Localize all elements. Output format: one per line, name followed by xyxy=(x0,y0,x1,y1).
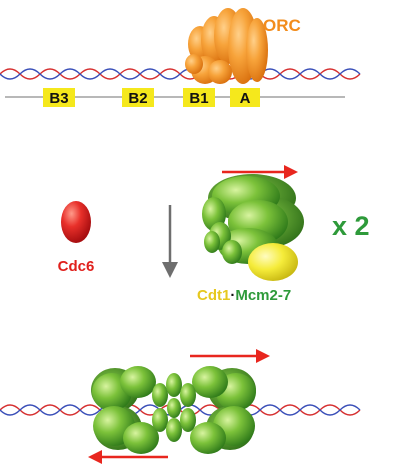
element-b2-label: B2 xyxy=(128,90,147,107)
cdt1-mcm-label: Cdt1·Mcm2-7 xyxy=(197,287,291,304)
element-b3-label: B3 xyxy=(49,90,68,107)
top-dna-helix xyxy=(0,68,361,80)
mcm-direction-arrow-icon xyxy=(222,165,298,179)
cdc6-label: Cdc6 xyxy=(58,258,95,275)
element-b3: B3 xyxy=(43,88,75,107)
element-b1: B1 xyxy=(183,88,215,107)
orc-label: ORC xyxy=(263,16,301,35)
element-a: A xyxy=(230,88,260,107)
forward-direction-arrow-icon xyxy=(190,349,270,363)
element-b1-label: B1 xyxy=(189,90,208,107)
orc-complex-icon xyxy=(185,8,268,84)
cdt1-label: Cdt1 xyxy=(197,287,230,304)
mcm-double-hexamer-icon xyxy=(91,366,256,454)
step-down-arrow-icon xyxy=(162,205,178,278)
cdt1-protein-icon xyxy=(248,243,298,281)
mcm-label: Mcm2-7 xyxy=(235,287,291,304)
complex-dot: · xyxy=(230,287,235,304)
element-a-label: A xyxy=(240,90,251,107)
element-b2: B2 xyxy=(122,88,154,107)
multiplier-label: x 2 xyxy=(332,211,370,241)
reverse-direction-arrow-icon xyxy=(88,450,168,464)
cdc6-protein-icon xyxy=(61,201,91,243)
